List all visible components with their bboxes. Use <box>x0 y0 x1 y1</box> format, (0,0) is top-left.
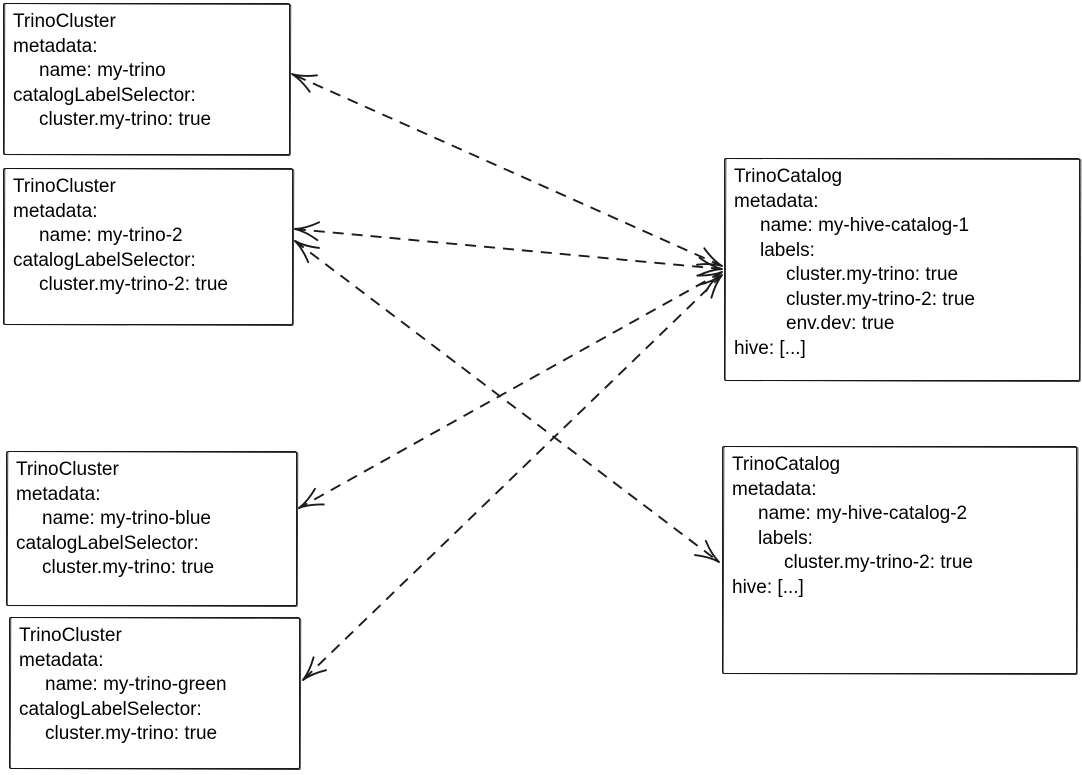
node-text-line: metadata: <box>732 478 817 500</box>
node-text-line: name: my-trino-blue <box>42 508 211 529</box>
arrowhead <box>696 247 723 267</box>
node-trinocatalog-my-hive-catalog-1: TrinoCatalog metadata: name: my-hive-cat… <box>724 158 1080 381</box>
node-title: TrinoCatalog <box>732 454 841 475</box>
node-text-line: metadata: <box>13 35 98 57</box>
node-text-line: catalogLabelSelector: <box>13 249 196 271</box>
node-text-line: catalogLabelSelector: <box>19 698 202 720</box>
node-title: TrinoCatalog <box>734 166 843 187</box>
arrowhead <box>698 274 723 299</box>
node-text-line: cluster.my-trino-2: true <box>786 288 975 310</box>
arrowhead <box>696 256 723 277</box>
node-title: TrinoCluster <box>19 625 122 646</box>
node-text-line: metadata: <box>13 200 98 222</box>
node-text-line: name: my-trino-green <box>45 674 227 695</box>
arrow-dashed-line <box>298 271 723 509</box>
arrow-dashed-line <box>294 228 723 270</box>
node-text-line: hive: [...] <box>734 337 806 359</box>
arrowhead <box>694 539 720 563</box>
node-text-line: labels: <box>758 527 813 549</box>
arrow-dashed-line <box>302 274 723 681</box>
arrow-catalog1-my-trino-2 <box>294 221 723 277</box>
node-text-line: cluster.my-trino: true <box>39 109 212 130</box>
node-text-line: cluster.my-trino: true <box>42 557 215 578</box>
arrow-catalog1-my-trino <box>291 73 723 267</box>
node-text-line: hive: [...] <box>732 576 804 598</box>
arrowhead <box>291 73 318 93</box>
node-text-line: catalogLabelSelector: <box>16 532 199 554</box>
arrow-dashed-line <box>291 73 723 267</box>
arrowhead <box>294 240 320 264</box>
arrowhead <box>696 271 723 293</box>
arrowhead <box>302 656 327 681</box>
node-text-line: name: my-hive-catalog-1 <box>760 215 970 236</box>
node-trinocluster-my-trino: TrinoCluster metadata: name: my-trino ca… <box>3 3 290 155</box>
arrowhead <box>298 487 325 509</box>
node-text-line: metadata: <box>16 483 101 505</box>
node-trinocluster-my-trino-green: TrinoCluster metadata: name: my-trino-gr… <box>9 617 300 769</box>
node-text-line: cluster.my-trino: true <box>45 723 218 744</box>
node-trinocluster-my-trino-blue: TrinoCluster metadata: name: my-trino-bl… <box>6 451 297 606</box>
node-title: TrinoCluster <box>13 176 116 197</box>
node-text-line: name: my-trino-2 <box>39 225 183 246</box>
arrowhead <box>294 221 321 242</box>
node-text-line: metadata: <box>734 190 819 212</box>
node-text-line: name: my-trino <box>39 60 166 81</box>
node-title: TrinoCluster <box>16 459 119 480</box>
node-text-line: labels: <box>760 239 815 261</box>
arrow-catalog1-my-trino-green <box>302 274 723 681</box>
arrow-dashed-line <box>294 240 720 563</box>
node-text-line: cluster.my-trino: true <box>786 264 959 285</box>
node-text-line: cluster.my-trino-2: true <box>784 552 973 573</box>
node-text-line: metadata: <box>19 649 104 671</box>
node-text-line: catalogLabelSelector: <box>13 84 196 106</box>
node-text-line: cluster.my-trino-2: true <box>39 274 228 295</box>
arrow-catalog2-my-trino-2 <box>294 240 720 563</box>
arrow-catalog1-my-trino-blue <box>298 271 723 509</box>
node-title: TrinoCluster <box>13 11 116 32</box>
node-trinocluster-my-trino-2: TrinoCluster metadata: name: my-trino-2 … <box>3 168 293 325</box>
node-text-line: name: my-hive-catalog-2 <box>758 503 968 524</box>
node-text-line: env.dev: true <box>786 313 895 334</box>
node-trinocatalog-my-hive-catalog-2: TrinoCatalog metadata: name: my-hive-cat… <box>722 446 1077 674</box>
